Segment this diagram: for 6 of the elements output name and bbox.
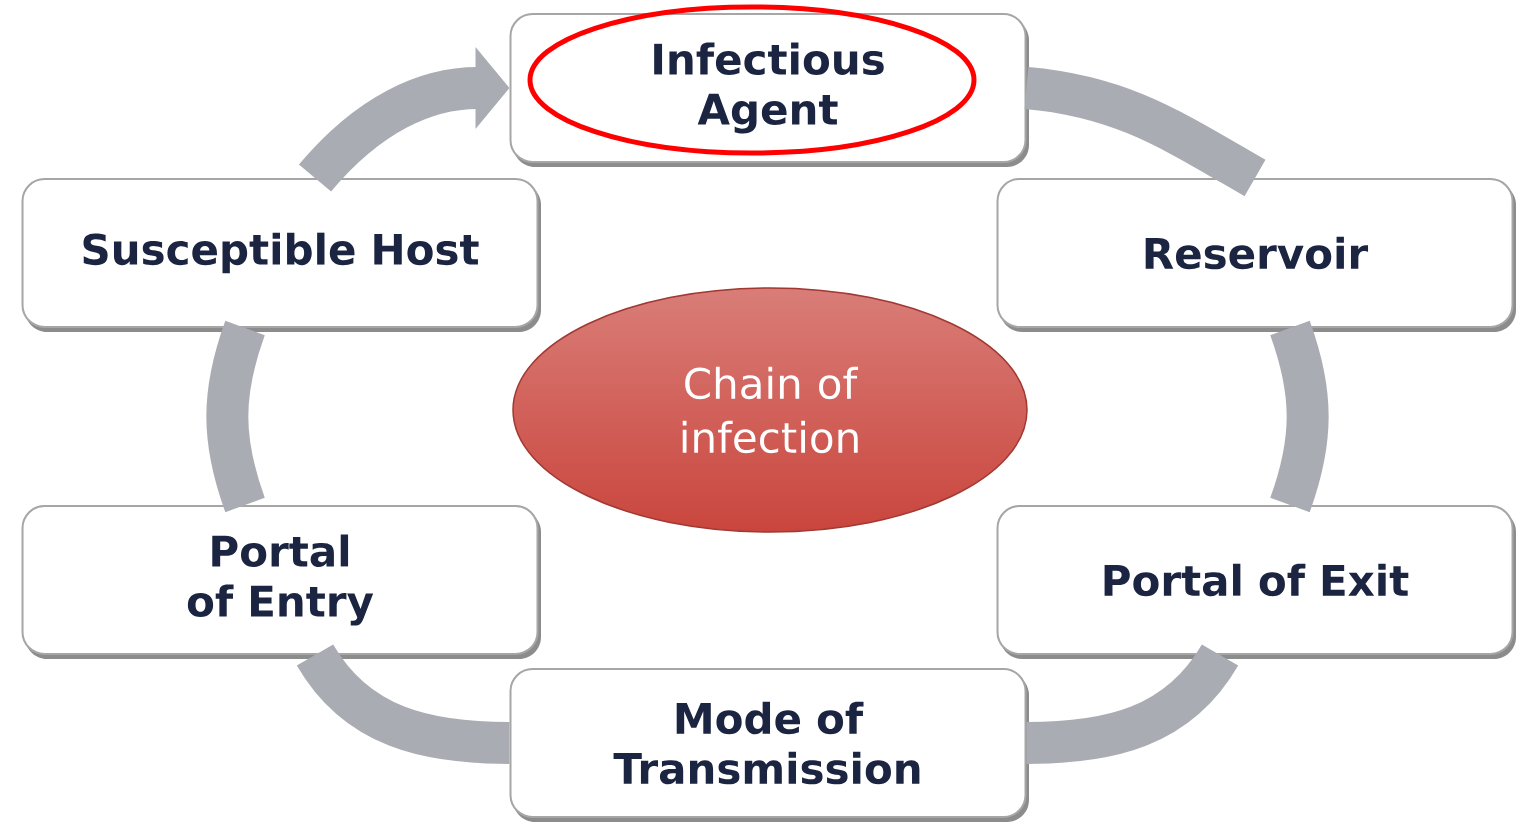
label-box: Reservoir: [996, 178, 1514, 328]
label-box: Mode of Transmission: [509, 668, 1027, 818]
label-box: Portal of Exit: [996, 505, 1514, 655]
label-box: Susceptible Host: [21, 178, 539, 328]
label-box: Portal of Entry: [21, 505, 539, 655]
label-box: Infectious Agent: [509, 13, 1027, 163]
